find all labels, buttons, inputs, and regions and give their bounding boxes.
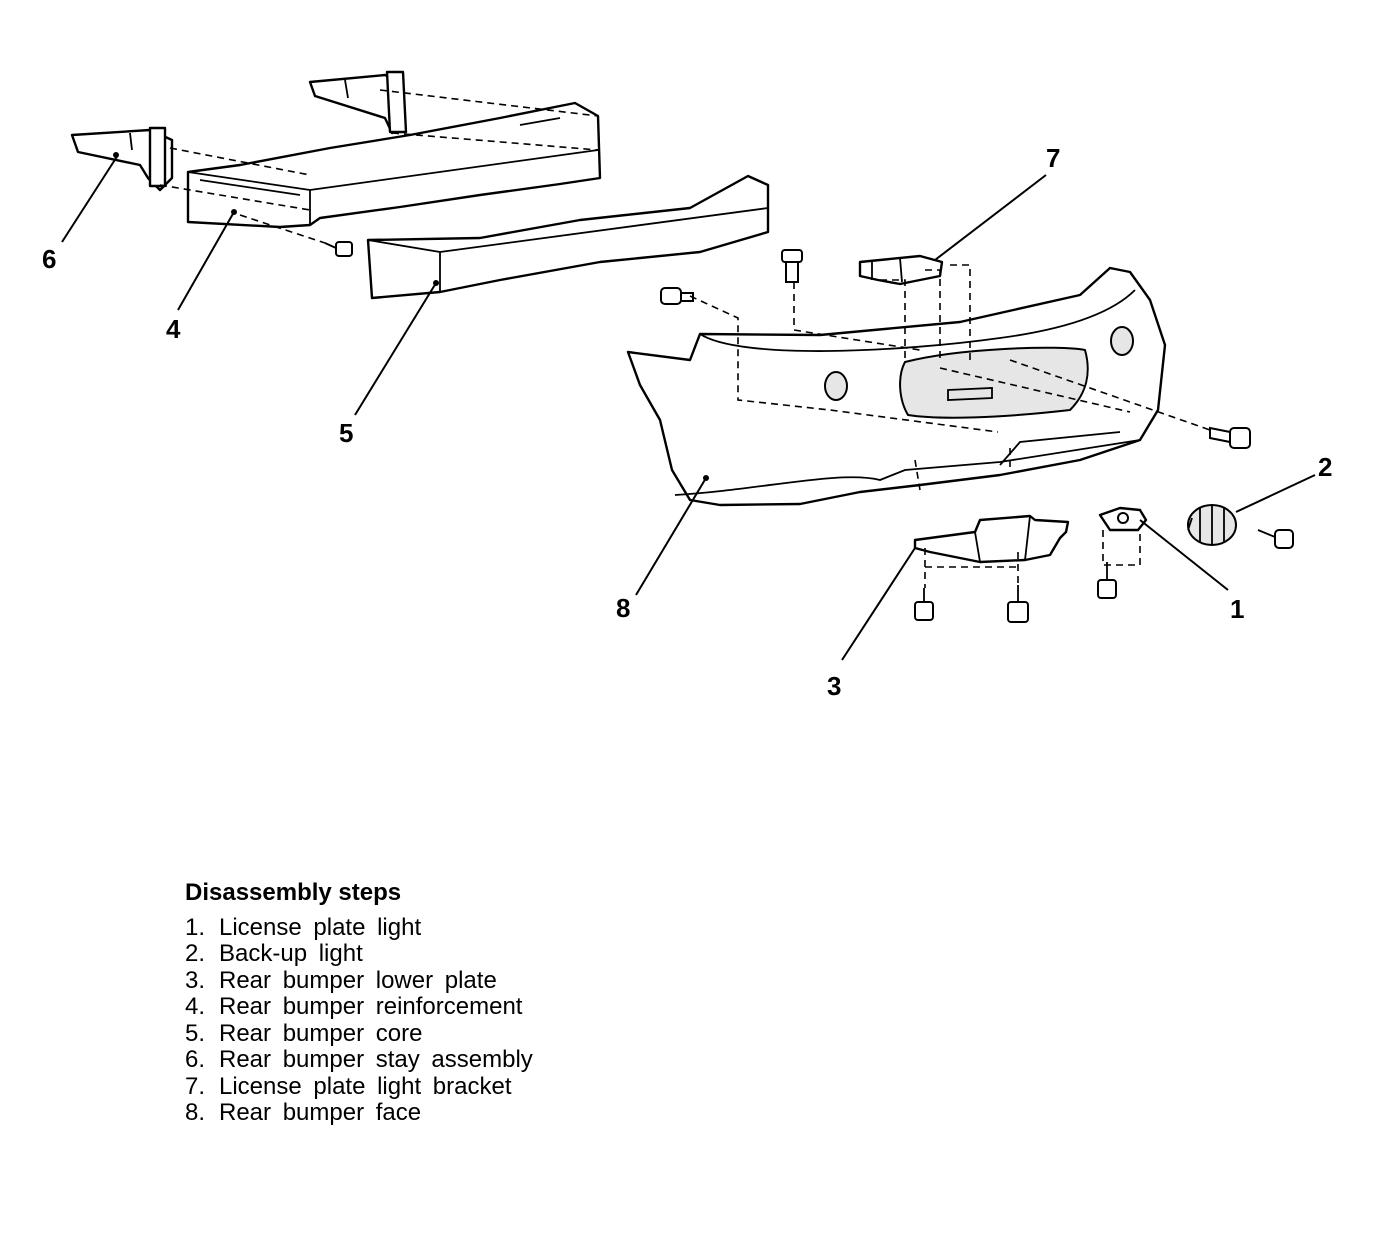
fastener-clip-side bbox=[660, 287, 694, 305]
step-number: 8. bbox=[185, 1099, 206, 1126]
steps-list: 1. License plate light 2. Back-up light 3.… bbox=[185, 913, 533, 1127]
step-number: 5. bbox=[185, 1019, 206, 1047]
callout-2: 2 bbox=[1318, 452, 1332, 482]
fastener-screw-plate-left bbox=[914, 588, 934, 621]
fastener-screw-license-light bbox=[1097, 562, 1117, 599]
bumper-stay-left bbox=[70, 126, 174, 192]
step-item: 7. License plate light bracket bbox=[185, 1072, 533, 1101]
step-number: 2. bbox=[185, 940, 206, 967]
callout-8: 8 bbox=[616, 593, 630, 623]
step-number: 7. bbox=[185, 1072, 206, 1100]
bumper-reinforcement bbox=[186, 101, 602, 229]
fastener-screw-backup-light bbox=[1257, 529, 1294, 549]
bumper-stay-right bbox=[308, 70, 408, 135]
step-item: 5. Rear bumper core bbox=[185, 1019, 533, 1048]
callout-5: 5 bbox=[339, 418, 353, 448]
fastener-clip-left bbox=[324, 241, 353, 257]
step-item: 2. Back-up light bbox=[185, 940, 533, 968]
callout-7: 7 bbox=[1046, 143, 1060, 173]
step-label: Rear bumper stay assembly bbox=[219, 1046, 533, 1073]
step-number: 6. bbox=[185, 1046, 206, 1073]
step-label: Rear bumper core bbox=[219, 1019, 423, 1047]
step-item: 1. License plate light bbox=[185, 913, 533, 942]
leader-lines bbox=[61, 154, 1316, 661]
step-label: Rear bumper lower plate bbox=[219, 966, 497, 994]
fastener-clip-top bbox=[781, 249, 803, 283]
step-label: License plate light bbox=[219, 913, 422, 941]
disassembly-steps-legend: Disassembly steps 1. License plate light … bbox=[185, 879, 533, 1127]
step-item: 3. Rear bumper lower plate bbox=[185, 966, 533, 995]
callout-4: 4 bbox=[166, 314, 181, 344]
step-label: Rear bumper face bbox=[219, 1099, 422, 1126]
step-number: 1. bbox=[185, 913, 206, 941]
step-number: 4. bbox=[185, 993, 206, 1020]
callout-3: 3 bbox=[827, 671, 841, 701]
bumper-lower-plate bbox=[913, 514, 1070, 564]
step-label: License plate light bracket bbox=[219, 1072, 512, 1100]
callout-1: 1 bbox=[1230, 594, 1244, 624]
bumper-face bbox=[626, 266, 1167, 507]
step-item: 8. Rear bumper face bbox=[185, 1099, 533, 1127]
exploded-view-diagram: 1 2 3 4 5 6 7 8 bbox=[42, 70, 1332, 701]
legend-title: Disassembly steps bbox=[185, 879, 402, 906]
step-label: Back-up light bbox=[219, 940, 363, 967]
callout-6: 6 bbox=[42, 244, 56, 274]
license-plate-light bbox=[1098, 506, 1148, 532]
license-plate-light-bracket bbox=[858, 254, 944, 286]
fastener-bolt-right bbox=[1209, 426, 1251, 449]
fastener-bolt-plate-right bbox=[1007, 585, 1029, 623]
step-item: 6. Rear bumper stay assembly bbox=[185, 1046, 533, 1074]
step-label: Rear bumper reinforcement bbox=[219, 993, 523, 1020]
step-item: 4. Rear bumper reinforcement bbox=[185, 993, 533, 1021]
assembly-dashed-lines bbox=[159, 89, 1211, 588]
step-number: 3. bbox=[185, 966, 206, 994]
back-up-light bbox=[1187, 504, 1237, 546]
bumper-core bbox=[366, 174, 770, 300]
